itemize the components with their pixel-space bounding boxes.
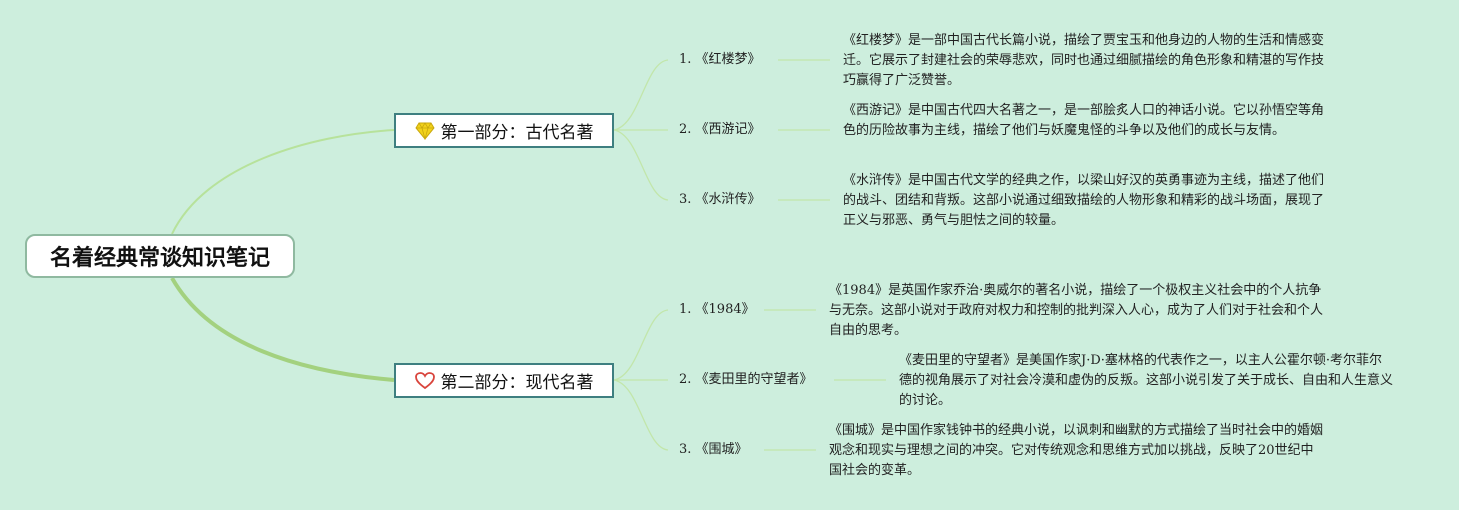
description-xiyou: 《西游记》是中国古代四大名著之一，是一部脍炙人口的神话小说。它以孙悟空等角色的历…	[843, 103, 1325, 138]
leaf-catcher[interactable]: 2. 《麦田里的守望者》	[679, 372, 813, 387]
section-node-modern[interactable]: 第二部分：现代名著	[394, 363, 614, 398]
leaf-honglou[interactable]: 1. 《红楼梦》	[679, 52, 761, 67]
description-1984: 《1984》是英国作家乔治·奥威尔的著名小说，描绘了一个极权主义社会中的个人抗争…	[829, 283, 1324, 338]
leaf-1984[interactable]: 1. 《1984》	[679, 302, 755, 317]
branch-root-section2	[170, 277, 395, 382]
description-weicheng: 《围城》是中国作家钱钟书的经典小说，以讽刺和幽默的方式描绘了当时社会中的婚姻观念…	[829, 423, 1324, 478]
section-title: 第二部分：现代名著	[440, 373, 594, 393]
branch-root-section1	[171, 129, 395, 235]
heart-icon	[414, 371, 435, 390]
root-node[interactable]: 名着经典常谈知识笔记	[25, 234, 295, 278]
section-title: 第一部分：古代名著	[440, 123, 594, 143]
description-shuihu: 《水浒传》是中国古代文学的经典之作，以梁山好汉的英勇事迹为主线，描述了他们的战斗…	[843, 173, 1325, 228]
leaf-weicheng[interactable]: 3. 《围城》	[679, 442, 748, 457]
description-honglou: 《红楼梦》是一部中国古代长篇小说，描绘了贾宝玉和他身边的人物的生活和情感变迁。它…	[843, 33, 1325, 88]
description-catcher: 《麦田里的守望者》是美国作家J·D·塞林格的代表作之一，以主人公霍尔顿·考尔菲尔…	[899, 353, 1394, 408]
leaf-xiyou[interactable]: 2. 《西游记》	[679, 122, 761, 137]
section-node-ancient[interactable]: 第一部分：古代名著	[394, 113, 614, 148]
leaf-shuihu[interactable]: 3. 《水浒传》	[679, 192, 761, 207]
diamond-icon	[414, 121, 435, 140]
root-title: 名着经典常谈知识笔记	[49, 246, 270, 271]
